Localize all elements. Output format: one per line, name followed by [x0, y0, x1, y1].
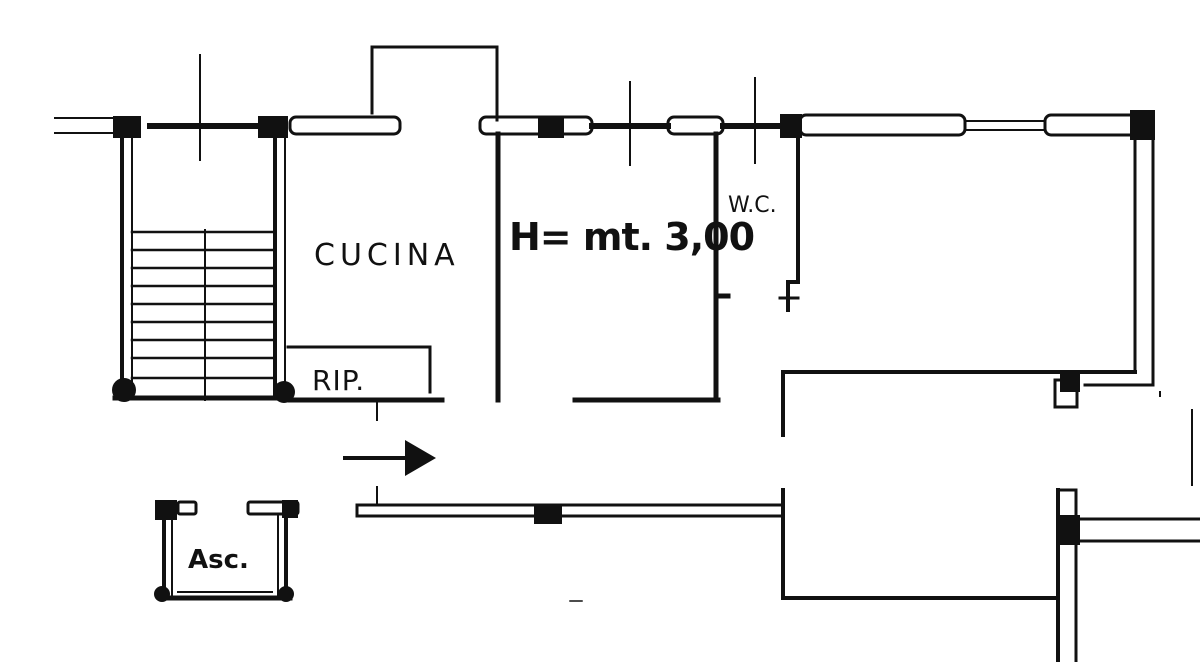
- lift-label: Asc.: [188, 545, 249, 575]
- wc-label: W.C.: [728, 193, 777, 218]
- kitchen-label: CUCINA: [314, 238, 460, 273]
- wc-walls: [778, 132, 800, 312]
- dimension-ticks: [199, 54, 756, 166]
- storage-label: RIP.: [312, 364, 365, 397]
- storage-closet-walls: [286, 345, 445, 421]
- entrance-arrow: [343, 440, 436, 476]
- balcony-outline: [370, 45, 499, 122]
- corridor-walls: [355, 486, 1060, 600]
- elevator-shaft: [157, 500, 300, 601]
- top-exterior-wall: [54, 113, 1147, 137]
- right-room-walls: [781, 126, 1193, 486]
- ceiling-height-label: H= mt. 3,00: [509, 215, 754, 259]
- staircase: [112, 124, 293, 401]
- central-partitions: [495, 131, 731, 403]
- structural-pillars: [112, 110, 1155, 602]
